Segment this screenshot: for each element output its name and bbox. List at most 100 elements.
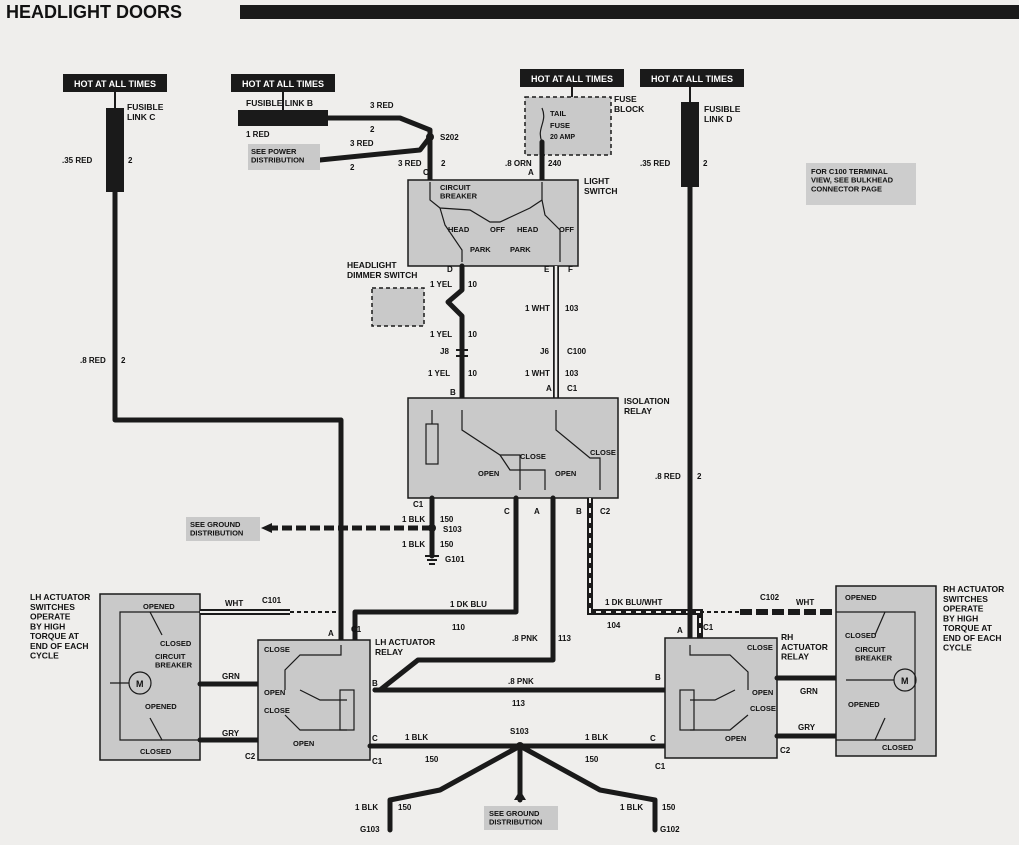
connector-c2-lh: C2 [245, 752, 256, 761]
ir-open2: OPEN [555, 469, 576, 478]
wire-label-red3-mid: 3 RED [350, 139, 374, 148]
wire-label-num2c: 2 [441, 159, 446, 168]
rh-relay-open1: OPEN [752, 688, 773, 697]
power-distribution-box [248, 144, 320, 170]
pin-ir-b2: B [576, 507, 582, 516]
wire-label-blk4: 1 BLK [585, 733, 608, 742]
pin-lh-c: C [372, 734, 378, 743]
wire-dkbluwht-outer [587, 498, 703, 638]
wire-label-blk3-num: 150 [425, 755, 439, 764]
connector-c100: C100 [567, 347, 587, 356]
wire-label-blk6: 1 BLK [620, 803, 643, 812]
isolation-relay [407, 397, 619, 499]
fuse-tail: TAIL [550, 109, 567, 118]
lh-opened2: OPENED [145, 702, 177, 711]
ir-open1: OPEN [478, 469, 499, 478]
wire-label-grn-r: GRN [800, 687, 818, 696]
ls-park: PARK [470, 245, 491, 254]
lh-switch-lower [149, 717, 163, 741]
ls-internal-b [439, 207, 463, 262]
rh-relay-contact-b [690, 689, 736, 701]
ls-off: OFF [490, 225, 505, 234]
wire-label-num2b: 2 [350, 163, 355, 172]
ls-off2: OFF [559, 225, 574, 234]
lh-actuator [99, 593, 201, 761]
wire-dkblu [352, 495, 519, 643]
wire-label-blk1-num: 150 [440, 515, 454, 524]
pin-ls-f: F [568, 265, 573, 274]
ground-symbol-g101 [425, 555, 439, 565]
lh-relay-contact-a [284, 645, 342, 690]
splice-s202-label: S202 [440, 133, 459, 142]
rh-actuator-relay [664, 637, 778, 759]
wire-label-blk2-num: 150 [440, 540, 454, 549]
rh-relay-close2: CLOSE [750, 704, 776, 713]
wire-label-wht2: 1 WHT [525, 369, 550, 378]
connector-c102: C102 [760, 593, 780, 602]
connector-j8: J8 [440, 347, 449, 356]
wire-label-yel1: 1 YEL [430, 280, 452, 289]
wire-label-wht1-num: 103 [565, 304, 579, 313]
ir-close2: CLOSE [590, 448, 616, 457]
rh-closed2: CLOSED [882, 743, 914, 752]
hot-label-box-left [63, 74, 167, 92]
wire-red-left [112, 189, 344, 643]
rh-relay-contact-a [689, 645, 749, 690]
wire-label-wht2-num: 103 [565, 369, 579, 378]
pin-ir-a: A [546, 384, 552, 393]
wire-label-wht-l: WHT [225, 599, 243, 608]
light-switch [407, 179, 579, 267]
connector-c1-lh-top: C1 [351, 625, 362, 634]
wire-label-dkblu-num: 110 [452, 623, 465, 632]
connector-c1-lh: C1 [372, 757, 383, 766]
ls-head2: HEAD [517, 225, 539, 234]
hot-label-box-center [520, 69, 624, 87]
fuse-fuse: FUSE [550, 121, 570, 130]
lh-relay-open2: OPEN [293, 739, 314, 748]
wire-label-red35-left: .35 RED [62, 156, 92, 165]
pin-ls-d: D [447, 265, 453, 274]
lh-closed: CLOSED [160, 639, 192, 648]
title-rule [240, 5, 1019, 19]
pin-lh-b: B [372, 679, 378, 688]
connector-c2-rh: C2 [780, 746, 791, 755]
wire-label-blk6-num: 150 [662, 803, 676, 812]
wire-label-orn-num: 240 [548, 159, 562, 168]
pin-ir-c: C [504, 507, 510, 516]
lh-actuator-relay [257, 639, 371, 761]
wire-label-num2a: 2 [370, 125, 375, 134]
wire-label-red3-top: 3 RED [370, 101, 394, 110]
rh-relay-contact-c [690, 714, 749, 731]
wire-label-yel1-num: 10 [468, 280, 477, 289]
pin-ir-b: B [450, 388, 456, 397]
lh-opened: OPENED [143, 602, 175, 611]
wire-label-blk5-num: 150 [398, 803, 412, 812]
ground-distribution-box [186, 517, 260, 541]
wire-blk-g102 [517, 743, 658, 833]
wire-label-yel3: 1 YEL [428, 369, 450, 378]
wire-3red-to-power [297, 134, 433, 165]
pin-rh-a: A [677, 626, 683, 635]
lh-relay-close2: CLOSE [264, 706, 290, 715]
hot-label-right: HOT AT ALL TIMES [651, 74, 733, 84]
wire-3red-to-s202 [325, 115, 433, 140]
hot-label-left: HOT AT ALL TIMES [74, 79, 156, 89]
fuse-amp: 20 AMP [550, 134, 575, 141]
hot-label-box-center-left [231, 74, 335, 92]
splice-s103-label: S103 [443, 525, 462, 534]
rh-motor-m: M [901, 676, 909, 686]
c100-note-box [806, 163, 916, 205]
wire-label-wht1: 1 WHT [525, 304, 550, 313]
fusible-link-b-label: FUSIBLE LINK B [246, 98, 313, 108]
wire-label-yel2-num: 10 [468, 330, 477, 339]
arrow-ground-distribution [261, 523, 272, 533]
